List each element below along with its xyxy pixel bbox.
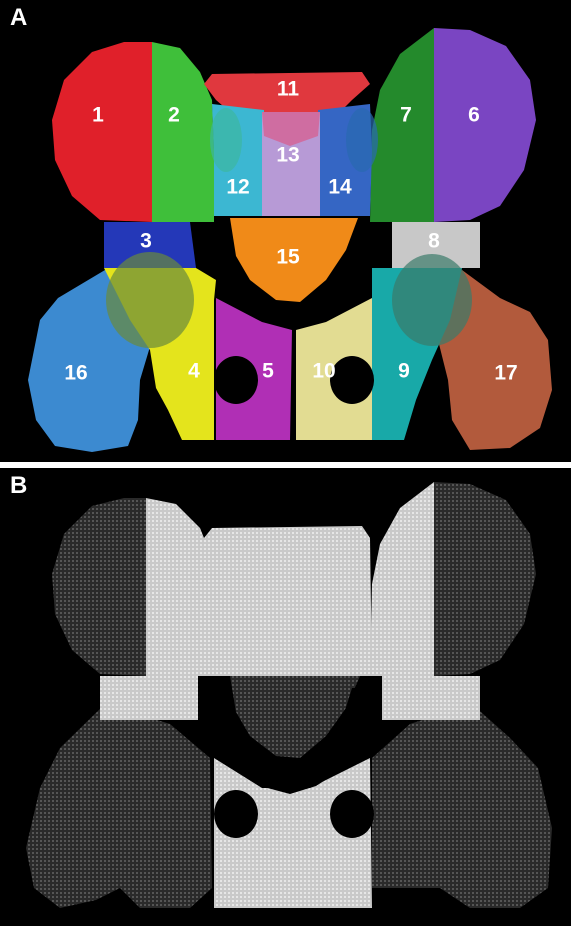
left-iliac-wing-dark xyxy=(52,498,146,676)
pelvis-grayscale-rendering xyxy=(0,468,571,926)
left-obturator-foramen xyxy=(214,356,258,404)
segment-label-4: 4 xyxy=(188,360,200,383)
panel-a: 1 2 3 4 5 6 7 8 9 10 11 12 13 14 15 16 1… xyxy=(0,0,571,462)
right-si-joint-overlay xyxy=(346,108,378,172)
segment-label-9: 9 xyxy=(398,360,410,383)
pelvis-segmentation-diagram: 1 2 3 4 5 6 7 8 9 10 11 12 13 14 15 16 1… xyxy=(0,0,571,462)
segment-label-5: 5 xyxy=(262,360,274,383)
left-obturator-foramen-b xyxy=(214,790,258,838)
segment-label-13: 13 xyxy=(276,144,299,167)
left-iliac-wing-light xyxy=(146,498,214,676)
segment-1-shape xyxy=(52,42,152,222)
panel-a-letter: A xyxy=(10,4,27,32)
segment-label-2: 2 xyxy=(168,104,180,127)
left-si-joint-overlay xyxy=(210,108,242,172)
panel-b-letter: B xyxy=(10,472,27,500)
left-femoral-head xyxy=(26,704,212,908)
right-acetabulum-band xyxy=(382,676,480,720)
segment-label-16: 16 xyxy=(64,362,87,385)
segment-label-8: 8 xyxy=(428,230,440,253)
segment-label-3: 3 xyxy=(140,230,152,253)
left-acetabulum-band xyxy=(100,676,198,720)
right-obturator-foramen xyxy=(330,356,374,404)
right-acetabulum-overlay xyxy=(392,254,472,346)
panel-b: B xyxy=(0,468,571,926)
sacrum-light xyxy=(204,526,372,676)
segment-6-shape xyxy=(434,28,536,222)
right-femoral-head xyxy=(372,704,552,908)
segment-label-12: 12 xyxy=(226,176,249,199)
segment-label-15: 15 xyxy=(276,246,300,269)
right-obturator-foramen-b xyxy=(330,790,374,838)
segment-label-17: 17 xyxy=(494,362,517,385)
segment-label-14: 14 xyxy=(328,176,352,199)
right-iliac-wing-dark xyxy=(434,482,536,676)
segment-label-7: 7 xyxy=(400,104,412,127)
left-acetabulum-overlay xyxy=(106,252,194,348)
segment-2-shape xyxy=(152,42,214,222)
segment-label-6: 6 xyxy=(468,104,480,127)
right-iliac-wing-light xyxy=(370,482,434,676)
segment-label-11: 11 xyxy=(277,78,300,101)
segment-label-1: 1 xyxy=(92,104,104,127)
segment-label-10: 10 xyxy=(312,360,335,383)
